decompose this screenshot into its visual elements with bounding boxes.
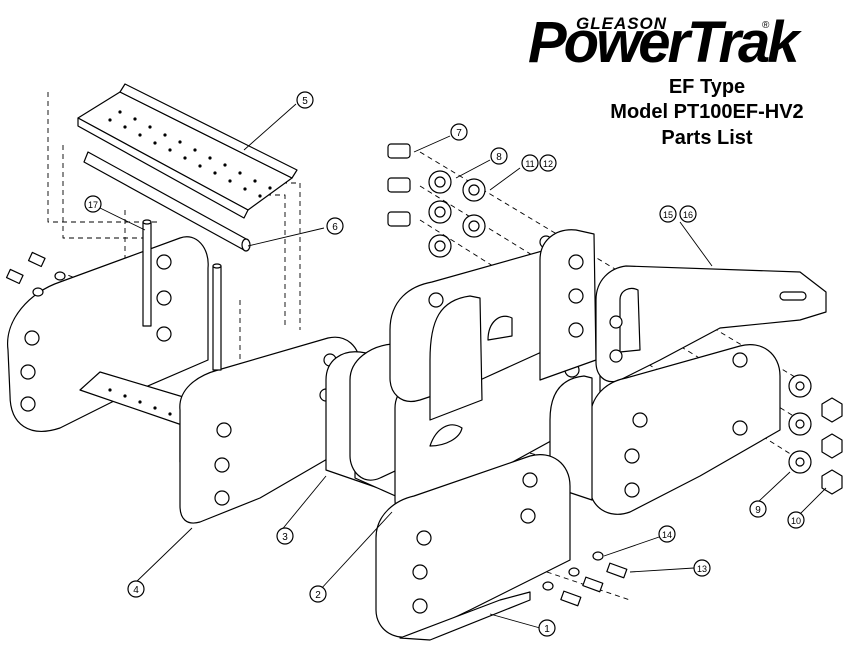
callout-16: 16 bbox=[679, 205, 697, 223]
part-4-frame bbox=[7, 236, 361, 524]
brand-gleason: GLEASON bbox=[576, 14, 668, 33]
part-17-posts bbox=[142, 219, 222, 371]
svg-text:12: 12 bbox=[543, 159, 553, 169]
leader-lines bbox=[99, 103, 827, 629]
svg-text:6: 6 bbox=[332, 222, 338, 233]
top-hardware-group bbox=[387, 143, 486, 258]
callout-9: 9 bbox=[749, 500, 767, 518]
callout-7: 7 bbox=[450, 123, 468, 141]
title-type: EF Type bbox=[668, 76, 746, 98]
washers-and-nuts bbox=[788, 374, 843, 495]
part-15-16-bracket bbox=[595, 265, 827, 383]
callout-5: 5 bbox=[296, 91, 314, 109]
callout-15: 15 bbox=[659, 205, 677, 223]
callout-4: 4 bbox=[127, 580, 145, 598]
callout-10: 10 bbox=[787, 511, 805, 529]
svg-text:1: 1 bbox=[544, 624, 550, 635]
registered-mark: ® bbox=[762, 20, 770, 31]
part-5-step-plate bbox=[77, 83, 298, 416]
bottom-screws bbox=[542, 551, 628, 607]
callout-17: 17 bbox=[84, 195, 102, 213]
svg-text:16: 16 bbox=[683, 210, 693, 220]
middle-plates bbox=[389, 229, 597, 421]
callout-2: 2 bbox=[309, 585, 327, 603]
part-1-outer-plate bbox=[375, 454, 571, 641]
callout-12: 12 bbox=[539, 154, 557, 172]
callout-13: 13 bbox=[693, 559, 711, 577]
svg-text:11: 11 bbox=[525, 159, 534, 169]
svg-text:14: 14 bbox=[662, 530, 672, 540]
callout-1: 1 bbox=[538, 619, 556, 637]
svg-text:17: 17 bbox=[88, 200, 98, 210]
title-parts-list: Parts List bbox=[661, 127, 753, 149]
callouts: 1 2 3 4 5 6 7 8 9 10 11 12 13 14 15 16 1… bbox=[84, 91, 805, 637]
svg-text:2: 2 bbox=[315, 590, 321, 601]
svg-text:15: 15 bbox=[663, 210, 673, 220]
left-bolts bbox=[5, 251, 66, 297]
callout-6: 6 bbox=[326, 217, 344, 235]
svg-text:4: 4 bbox=[133, 585, 139, 596]
brand-powertrak-logo: PowerTrak bbox=[528, 10, 800, 75]
callout-8: 8 bbox=[490, 147, 508, 165]
svg-text:9: 9 bbox=[755, 505, 761, 516]
callout-14: 14 bbox=[658, 525, 676, 543]
callout-3: 3 bbox=[276, 527, 294, 545]
callout-11: 11 bbox=[521, 154, 539, 172]
svg-text:7: 7 bbox=[456, 128, 462, 139]
svg-text:8: 8 bbox=[496, 152, 502, 163]
title-model: Model PT100EF-HV2 bbox=[610, 101, 804, 123]
svg-text:3: 3 bbox=[282, 532, 288, 543]
part-6-tube bbox=[83, 151, 251, 252]
svg-text:10: 10 bbox=[791, 516, 801, 526]
svg-text:13: 13 bbox=[697, 564, 707, 574]
svg-text:5: 5 bbox=[302, 96, 308, 107]
